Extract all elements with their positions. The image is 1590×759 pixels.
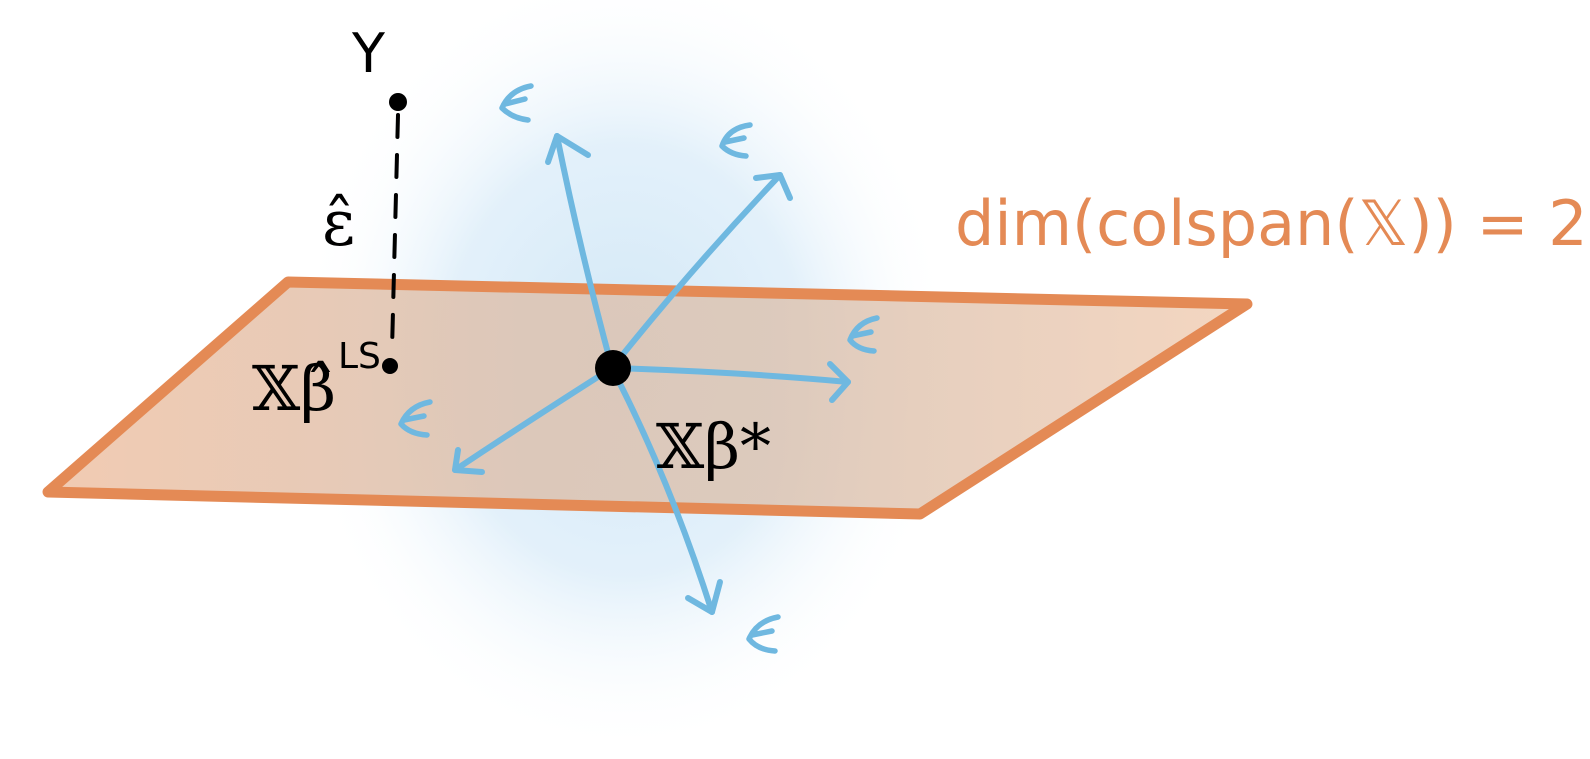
vector-arrows [452,133,851,615]
tip-label-right [847,315,880,354]
arrow-right [609,365,851,385]
tip-label-upper-right [719,122,753,159]
ls-superscript-label: LS [338,336,381,377]
tip-label-left [398,399,433,438]
arrow-up-head [545,133,591,165]
arrow-upper-right [609,172,783,371]
arrow-right-head [827,361,851,403]
x-beta-hat-label: 𝕏β̂ [252,352,336,425]
y-point [389,93,407,111]
column-space-plane [42,276,1253,520]
arrow-tip-labels [398,83,880,654]
arrow-left [452,365,615,473]
arrow-down-head [685,579,723,615]
ls-projection-point [382,358,398,374]
epsilon-hat-label: ε̂ [322,187,355,261]
y-label: Y [351,22,386,85]
x-beta-star-label: 𝕏β* [656,410,771,483]
residual-dashed-line [390,113,400,352]
arrow-down [609,365,715,615]
dimension-equation: dim(colspan(𝕏)) = 2 [955,187,1588,260]
tip-label-up [499,83,534,123]
tip-label-down [746,614,781,654]
arrow-upper-right-head [753,172,793,201]
arrow-up [554,133,615,371]
beta-star-point [595,350,631,386]
arrow-left-head [452,447,485,475]
